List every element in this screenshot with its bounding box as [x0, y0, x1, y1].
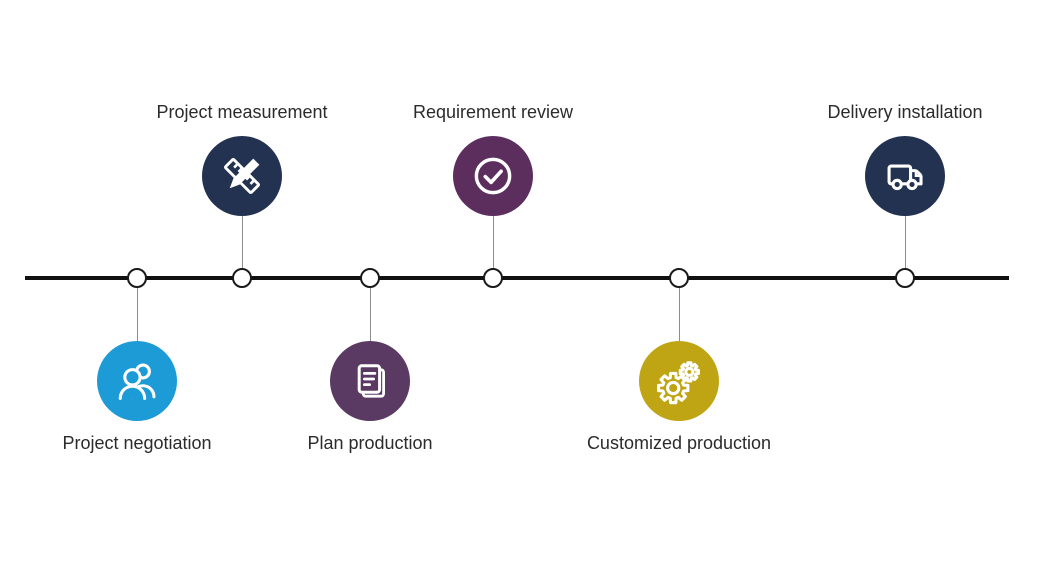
check-circle-icon	[474, 157, 512, 195]
step-project-negotiation: Project negotiation	[0, 0, 287, 561]
connector-line	[492, 214, 494, 268]
users-icon	[118, 363, 156, 400]
step-label: Plan production	[307, 433, 433, 453]
timeline-node	[483, 268, 503, 288]
connector-line	[678, 288, 680, 341]
step-plan-production: Plan production	[220, 0, 520, 561]
step-delivery-installation: Delivery installation	[755, 0, 1055, 561]
step-customized-production: Customized production	[529, 0, 829, 561]
step-label: Customized production	[586, 433, 772, 453]
step-requirement-review: Requirement review	[343, 0, 643, 561]
step-label: Requirement review	[412, 102, 574, 122]
step-circle	[330, 341, 410, 421]
gears-icon	[657, 361, 700, 405]
timeline-line	[25, 276, 1009, 280]
ruler-pencil-icon	[224, 158, 260, 194]
step-circle	[865, 136, 945, 216]
step-project-measurement: Project measurement	[92, 0, 392, 561]
connector-line	[241, 214, 243, 268]
truck-icon	[887, 164, 923, 191]
step-circle	[453, 136, 533, 216]
connector-line	[136, 288, 138, 341]
step-label: Delivery installation	[827, 102, 983, 122]
timeline-node	[895, 268, 915, 288]
timeline-node	[669, 268, 689, 288]
step-label: Project negotiation	[62, 433, 212, 453]
connector-line	[369, 288, 371, 341]
step-circle	[97, 341, 177, 421]
document-icon	[357, 364, 386, 398]
step-circle	[639, 341, 719, 421]
connector-line	[904, 214, 906, 268]
timeline-node	[127, 268, 147, 288]
step-label: Project measurement	[156, 102, 328, 122]
timeline-node	[232, 268, 252, 288]
timeline-node	[360, 268, 380, 288]
step-circle	[202, 136, 282, 216]
